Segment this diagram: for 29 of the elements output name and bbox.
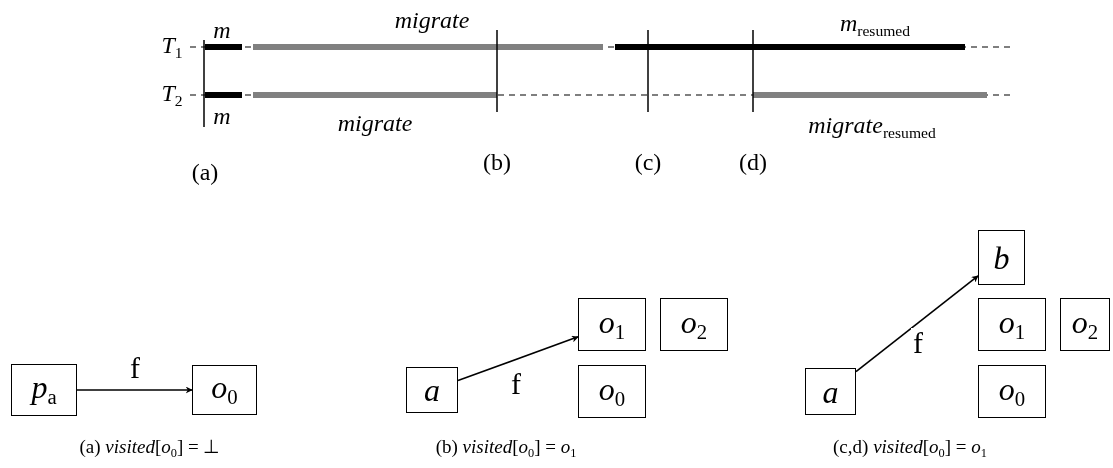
variable-box: o$_{0}$ (192, 365, 257, 415)
variable-box: o$_{0}$ (978, 365, 1046, 418)
arrow (457, 335, 579, 382)
point-label: (d) (739, 150, 767, 174)
thread-label: T$_{2}$ (161, 81, 183, 109)
segment-label: migrate$_{resumed}$ (808, 113, 936, 141)
arrow (855, 275, 979, 373)
point-label: (a) (191, 160, 219, 184)
point-label: (c) (634, 150, 662, 174)
arrow (76, 386, 193, 394)
variable-box: p$_{a}$ (11, 364, 77, 416)
variable-box: o$_{1}$ (978, 298, 1046, 351)
variable-label: m (213, 104, 231, 128)
caption: (b) visited[o$_{0}$] = o$_{1}$ (435, 437, 577, 459)
variable-label: m (213, 18, 231, 42)
variable-box: o$_{1}$ (578, 298, 646, 351)
caption: (c,d) visited[o$_{0}$] = o$_{1}$ (833, 437, 987, 459)
variable-box: o$_{2}$ (660, 298, 728, 351)
segment-label: migrate (394, 8, 470, 32)
variable-box: b (978, 230, 1025, 285)
variable-box: o$_{2}$ (1060, 298, 1110, 351)
segment-label: m$_{resumed}$ (839, 11, 911, 39)
thread-label: T$_{1}$ (161, 33, 183, 61)
variable-box: o$_{0}$ (578, 365, 646, 418)
variable-box: a (805, 368, 856, 415)
segment-label: migrate (337, 111, 413, 135)
caption: (a) visited[o$_{0}$] = ⊥ (79, 437, 221, 459)
point-label: (b) (483, 150, 511, 174)
variable-box: a (406, 367, 458, 413)
